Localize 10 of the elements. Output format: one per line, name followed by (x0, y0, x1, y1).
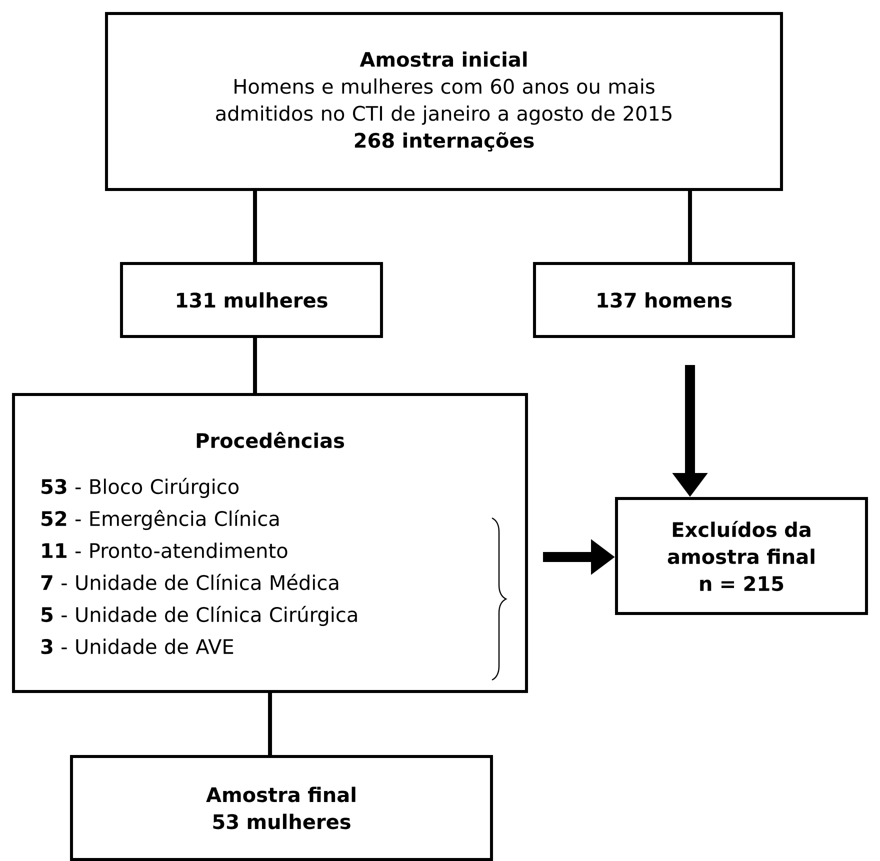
process-box: 131 mulheres (120, 262, 383, 338)
connector-line (688, 191, 692, 262)
process-box: Procedências 53 - Bloco Cirúrgico 52 - Emergência Clínica 11 - Pronto-atendimento 7 - Unidade de Clínica Médica 5 - Unidade de Clínica Cirúrgica 3 - Unidade de AVE (12, 393, 528, 693)
process-box: Amostra inicial Homens e mulheres com 60 anos ou mais admitidos no CTI de janeiro a agosto de 2015 268 internações (105, 12, 783, 191)
process-box: Excluídos da amostra final n = 215 (615, 497, 868, 615)
connector-line (268, 693, 272, 755)
connector-line (253, 191, 257, 262)
process-box: 137 homens (533, 262, 795, 338)
connector-line (253, 338, 257, 393)
process-box: Amostra final 53 mulheres (70, 755, 493, 861)
